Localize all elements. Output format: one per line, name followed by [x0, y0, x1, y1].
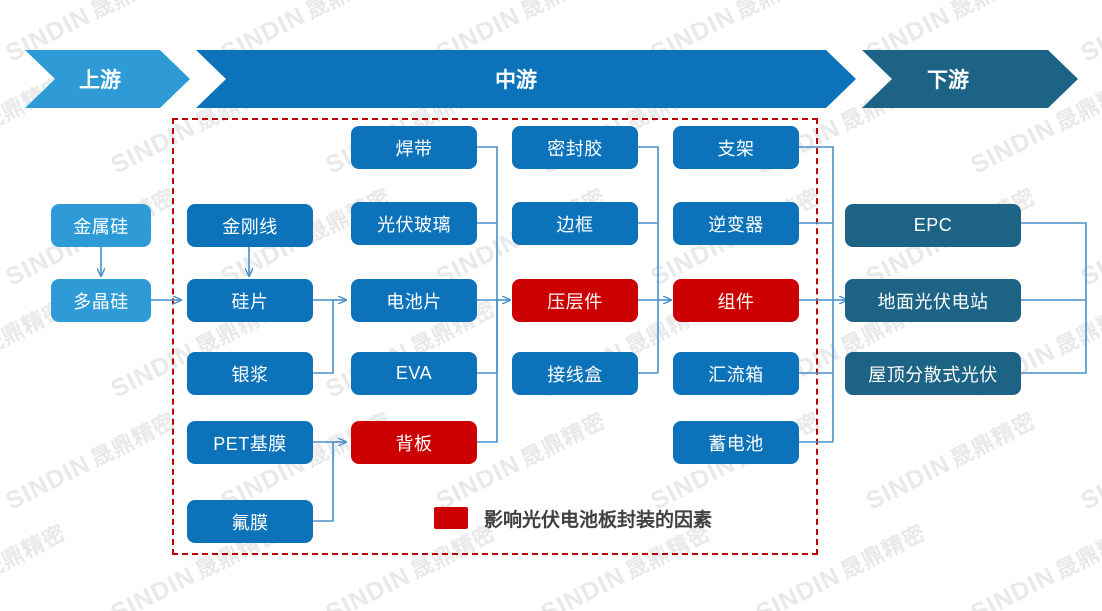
link-downstream-bracket — [1021, 222, 1087, 374]
node-storage-battery[interactable]: 蓄电池 — [673, 421, 799, 464]
node-label: 氟膜 — [231, 512, 269, 533]
link-wafer-silverpaste-bracket — [313, 299, 334, 374]
midstream-dashed-region — [172, 118, 818, 555]
node-backsheet[interactable]: 背板 — [351, 421, 477, 464]
node-label: 金刚线 — [222, 216, 278, 237]
node-label: 组件 — [717, 291, 755, 312]
node-label: 压层件 — [547, 291, 603, 312]
link-backsheet-bracket — [477, 300, 498, 443]
node-inverter[interactable]: 逆变器 — [673, 202, 799, 245]
node-label: 汇流箱 — [708, 364, 764, 385]
node-label: 光伏玻璃 — [377, 214, 451, 235]
header-midstream-label: 中游 — [495, 68, 537, 92]
header-upstream-label: 上游 — [79, 68, 121, 92]
legend-label: 影响光伏电池板封装的因素 — [484, 509, 713, 531]
node-pet-base-film[interactable]: PET基膜 — [187, 421, 313, 464]
node-label: 支架 — [717, 138, 755, 159]
node-metal-silicon[interactable]: 金属硅 — [51, 204, 151, 247]
node-label: 地面光伏电站 — [877, 291, 989, 312]
node-frame[interactable]: 边框 — [512, 202, 638, 245]
node-label: 硅片 — [231, 291, 269, 312]
node-label: EVA — [395, 363, 433, 383]
node-diamond-wire[interactable]: 金刚线 — [187, 204, 313, 247]
node-polysilicon[interactable]: 多晶硅 — [51, 279, 151, 322]
node-laminate[interactable]: 压层件 — [512, 279, 638, 322]
node-junction-box[interactable]: 接线盒 — [512, 352, 638, 395]
legend-color-swatch — [434, 507, 468, 529]
node-label: 电池片 — [386, 291, 442, 312]
node-label: 密封胶 — [547, 138, 603, 159]
node-label: 银浆 — [231, 364, 269, 385]
header-downstream-shape — [862, 50, 1078, 108]
header-midstream-shape — [196, 50, 856, 108]
node-label: 焊带 — [395, 138, 433, 159]
link-col4-bracket-top — [799, 146, 834, 442]
node-eva[interactable]: EVA — [351, 352, 477, 395]
node-label: 蓄电池 — [708, 433, 764, 454]
node-label: EPC — [913, 215, 953, 235]
node-pv-module[interactable]: 组件 — [673, 279, 799, 322]
node-label: 屋顶分散式光伏 — [868, 364, 998, 385]
node-fluorine-film[interactable]: 氟膜 — [187, 500, 313, 543]
node-label: 金属硅 — [73, 216, 129, 237]
node-silicon-wafer[interactable]: 硅片 — [187, 279, 313, 322]
node-combiner-box[interactable]: 汇流箱 — [673, 352, 799, 395]
header-upstream-shape — [25, 50, 190, 108]
node-rooftop-distributed-pv[interactable]: 屋顶分散式光伏 — [845, 352, 1021, 395]
node-pv-glass[interactable]: 光伏玻璃 — [351, 202, 477, 245]
node-label: PET基膜 — [213, 433, 287, 454]
node-ground-pv-plant[interactable]: 地面光伏电站 — [845, 279, 1021, 322]
header-downstream-label: 下游 — [927, 68, 969, 92]
node-sealant[interactable]: 密封胶 — [512, 126, 638, 169]
value-chain-header: 上游 中游 下游 — [25, 50, 1078, 108]
link-col3-bracket-top — [638, 146, 659, 373]
legend: 影响光伏电池板封装的因素 — [434, 505, 712, 531]
node-mounting-bracket[interactable]: 支架 — [673, 126, 799, 169]
node-label: 多晶硅 — [73, 291, 129, 312]
node-label: 逆变器 — [708, 214, 764, 235]
node-solder-ribbon[interactable]: 焊带 — [351, 126, 477, 169]
node-label: 背板 — [395, 433, 433, 454]
node-label: 边框 — [556, 214, 594, 235]
node-epc[interactable]: EPC — [845, 204, 1021, 247]
link-pet-fluorine-bracket — [313, 441, 334, 522]
link-col2-bracket-top — [477, 146, 498, 373]
node-solar-cell[interactable]: 电池片 — [351, 279, 477, 322]
node-label: 接线盒 — [547, 364, 603, 385]
node-silver-paste[interactable]: 银浆 — [187, 352, 313, 395]
